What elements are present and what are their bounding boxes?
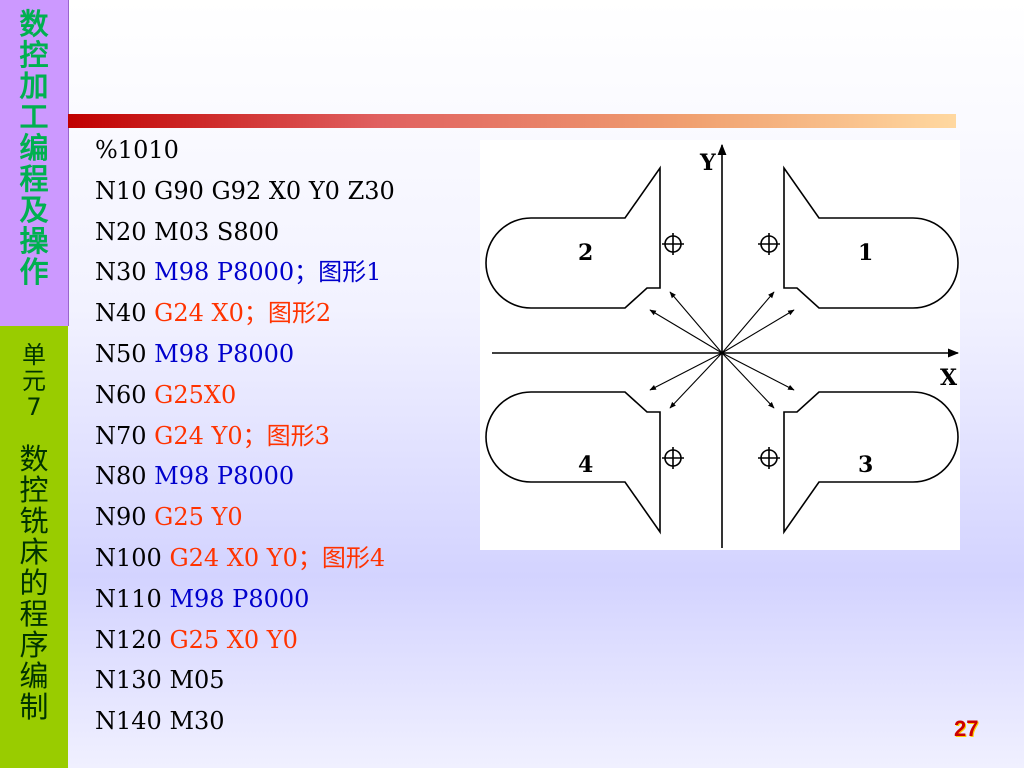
code-token: N70 — [95, 421, 155, 450]
code-line: N120 G25 X0 Y0 — [95, 620, 395, 661]
unit-title-char: 程 — [19, 597, 49, 631]
unit-title-char: 的 — [19, 566, 49, 600]
shape-2-label: 2 — [578, 240, 593, 266]
code-token: N110 — [95, 584, 170, 613]
code-line: %1010 — [95, 130, 395, 171]
code-token: G25 Y0 — [154, 503, 243, 532]
unit-label-char: 7 — [26, 393, 42, 421]
unit-title-char: 数 — [19, 442, 49, 476]
code-token: M98 P8000 — [154, 462, 295, 491]
shape-3-label: 3 — [858, 452, 873, 478]
code-token: N40 — [95, 299, 155, 328]
unit-label-char: 单 — [22, 341, 46, 369]
shape-2-outline — [485, 165, 661, 309]
code-line: N80 M98 P8000 — [95, 456, 395, 497]
shape-1-label: 1 — [858, 240, 873, 266]
code-line: N140 M30 — [95, 701, 395, 742]
shape-3-outline — [783, 391, 959, 535]
course-title-char: 程 — [19, 162, 49, 196]
code-token: %1010 — [95, 136, 179, 164]
code-line: N50 M98 P8000 — [95, 334, 395, 375]
code-token: N90 — [95, 503, 155, 532]
title-divider-bar — [68, 114, 956, 128]
code-token: G25X0 — [154, 380, 237, 409]
shape-1-outline — [783, 165, 959, 309]
unit-title-char: 序 — [19, 628, 49, 662]
sidebar-course-panel — [0, 0, 69, 326]
code-token: G24 X0；图形2 — [154, 299, 332, 328]
code-token: M98 P8000 — [154, 339, 295, 368]
code-token: N80 — [95, 462, 155, 491]
mirror-figure-drawing: X Y 1 2 3 4 — [485, 143, 960, 548]
mirror-figure: X Y 1 2 3 4 — [480, 140, 960, 550]
course-title-char: 工 — [19, 100, 49, 134]
code-token: N140 M30 — [95, 707, 225, 736]
unit-title-char: 制 — [19, 690, 49, 724]
unit-label-char: 元 — [22, 367, 46, 395]
code-token: G24 X0 Y0；图形4 — [169, 543, 386, 572]
course-title-char: 及 — [19, 193, 49, 227]
code-token: N50 — [95, 339, 155, 368]
unit-title-char: 控 — [19, 473, 49, 507]
code-line: N100 G24 X0 Y0；图形4 — [95, 538, 395, 579]
code-line: N10 G90 G92 X0 Y0 Z30 — [95, 171, 395, 212]
code-token: M98 P8000 — [169, 584, 310, 613]
code-token: N130 M05 — [95, 666, 225, 695]
course-title-char: 控 — [19, 38, 49, 72]
code-line: N40 G24 X0；图形2 — [95, 293, 395, 334]
code-token: M98 P8000；图形1 — [154, 258, 382, 287]
course-title-char: 编 — [19, 131, 49, 165]
code-line: N70 G24 Y0；图形3 — [95, 416, 395, 457]
unit-title-char: 编 — [19, 659, 49, 693]
course-title-char: 操 — [19, 224, 49, 258]
code-token: N100 — [95, 543, 170, 572]
unit-title-char: 铣 — [19, 504, 49, 538]
course-title-char: 作 — [19, 255, 49, 289]
code-token: G25 X0 Y0 — [169, 625, 298, 654]
code-line: N130 M05 — [95, 660, 395, 701]
course-title-char: 加 — [19, 69, 49, 103]
shape-4-label: 4 — [578, 452, 593, 478]
code-line: N60 G25X0 — [95, 375, 395, 416]
code-token: N120 — [95, 625, 170, 654]
unit-title-char: 床 — [19, 535, 49, 569]
code-line: N30 M98 P8000；图形1 — [95, 252, 395, 293]
x-axis-label: X — [940, 365, 958, 391]
page-number: 27 — [954, 716, 979, 741]
y-axis-label: Y — [699, 150, 716, 176]
code-line: N90 G25 Y0 — [95, 497, 395, 538]
course-title: 数控加工编程及操作 — [0, 9, 68, 288]
sidebar-unit-panel — [0, 326, 68, 768]
code-token: N60 — [95, 380, 155, 409]
shape-4-outline — [485, 391, 661, 535]
course-title-char: 数 — [19, 7, 49, 41]
code-token: N30 — [95, 258, 155, 287]
code-token: N20 M03 S800 — [95, 217, 280, 246]
code-line: N110 M98 P8000 — [95, 579, 395, 620]
code-line: N20 M03 S800 — [95, 212, 395, 253]
code-token: G24 Y0；图形3 — [154, 421, 330, 450]
code-token: N10 G90 G92 X0 Y0 Z30 — [95, 176, 395, 205]
unit-title: 数控铣床的程序编制 — [0, 444, 68, 723]
